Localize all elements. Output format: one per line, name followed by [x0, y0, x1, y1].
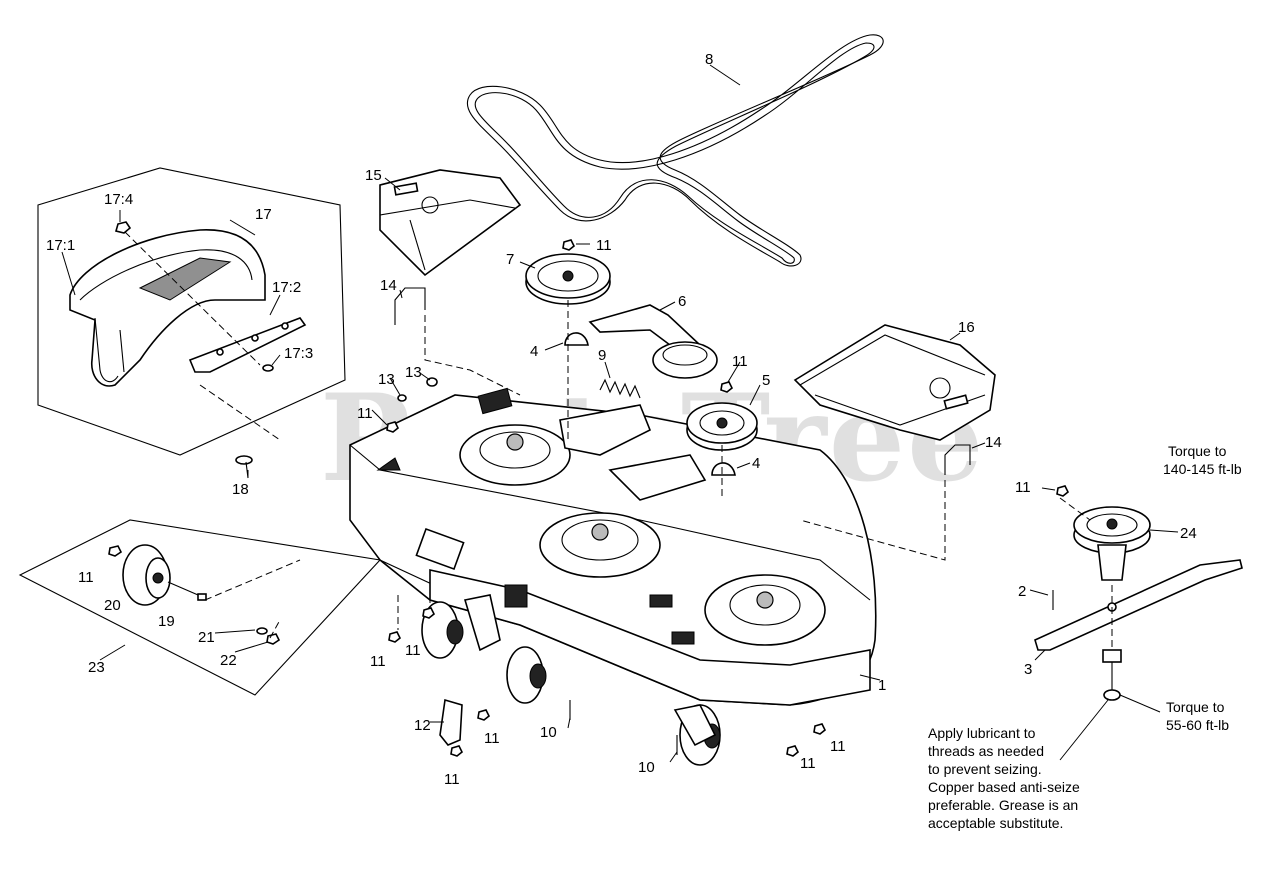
svg-text:acceptable substitute.: acceptable substitute. — [928, 815, 1063, 831]
callout-2: 2 — [1018, 583, 1026, 600]
nut-11 — [422, 607, 436, 619]
callout-17-3: 17:3 — [284, 345, 313, 362]
callouts: 8 15 17 17:4 17:1 17:2 17:3 11 7 6 14 4 … — [46, 51, 1197, 788]
spring-9 — [599, 378, 641, 399]
callout-21: 21 — [198, 629, 215, 646]
torque-note-spindle: Torque to 140-145 ft-lb — [1163, 443, 1242, 477]
callout-6: 6 — [678, 293, 686, 310]
callout-3: 3 — [1024, 661, 1032, 678]
callout-11-bracket2: 11 — [444, 771, 460, 788]
svg-text:55-60 ft-lb: 55-60 ft-lb — [1166, 717, 1229, 733]
nut-11 — [386, 421, 400, 433]
rod-14b — [944, 444, 971, 475]
cover-15 — [379, 169, 522, 277]
callout-24: 24 — [1180, 525, 1197, 542]
callout-14b: 14 — [985, 434, 1002, 451]
callout-11-rear2: 11 — [830, 738, 846, 755]
nut-11 — [786, 745, 800, 757]
callout-12: 12 — [414, 717, 431, 734]
callout-11-spindle: 11 — [1015, 479, 1031, 496]
callout-11-pulley7: 11 — [596, 237, 612, 254]
callout-18: 18 — [232, 481, 249, 498]
cover-17-exploded-box — [37, 167, 346, 456]
cover-16 — [793, 324, 996, 441]
callout-17: 17 — [255, 206, 272, 223]
callout-9: 9 — [598, 347, 606, 364]
drive-belt — [466, 34, 884, 267]
callout-14a: 14 — [380, 277, 397, 294]
gauge-wheels — [421, 594, 721, 766]
callout-11-wheel: 11 — [78, 569, 94, 586]
pulley-7 — [525, 239, 611, 305]
callout-19: 19 — [158, 613, 175, 630]
callout-22: 22 — [220, 652, 237, 669]
callout-17-2: 17:2 — [272, 279, 301, 296]
callout-15: 15 — [365, 167, 382, 184]
callout-11-bracket1: 11 — [484, 730, 500, 747]
svg-text:to prevent seizing.: to prevent seizing. — [928, 761, 1042, 777]
wheel-assembly-box-23 — [18, 519, 382, 696]
callout-11-deck: 11 — [357, 405, 373, 422]
callout-13a: 13 — [378, 371, 395, 388]
lubricant-note: Apply lubricant to threads as needed to … — [928, 725, 1080, 831]
mower-deck-1 — [349, 387, 877, 706]
callout-11-pulley5: 11 — [732, 353, 748, 370]
svg-text:Torque to: Torque to — [1168, 443, 1227, 459]
bolt-18 — [235, 455, 253, 479]
callout-16: 16 — [958, 319, 975, 336]
rod-14a — [394, 287, 426, 325]
callout-20: 20 — [104, 597, 121, 614]
leader-lines — [61, 64, 1179, 763]
torque-note-bolt: Torque to 55-60 ft-lb — [1166, 699, 1229, 733]
cone-4b — [711, 462, 736, 476]
callout-7: 7 — [506, 251, 514, 268]
svg-text:Torque to: Torque to — [1166, 699, 1225, 715]
callout-11-rear1: 11 — [800, 755, 816, 772]
svg-text:Copper based anti-seize: Copper based anti-seize — [928, 779, 1080, 795]
callout-8: 8 — [705, 51, 713, 68]
bracket-12 — [439, 698, 491, 757]
nut-11 — [388, 631, 402, 643]
callout-10b: 10 — [638, 759, 655, 776]
callout-1: 1 — [878, 677, 886, 694]
callout-11-front2: 11 — [405, 642, 421, 659]
svg-text:140-145 ft-lb: 140-145 ft-lb — [1163, 461, 1242, 477]
callout-5: 5 — [762, 372, 770, 389]
callout-17-4: 17:4 — [104, 191, 133, 208]
callout-10a: 10 — [540, 724, 557, 741]
callout-11-front1: 11 — [370, 653, 386, 670]
callout-4a: 4 — [530, 343, 538, 360]
callout-23: 23 — [88, 659, 105, 676]
idler-arm-6 — [588, 304, 718, 379]
callout-17-1: 17:1 — [46, 237, 75, 254]
svg-text:Apply lubricant to: Apply lubricant to — [928, 725, 1036, 741]
callout-4b: 4 — [752, 455, 760, 472]
nut-11 — [813, 723, 827, 735]
spindle-24 — [1034, 485, 1243, 701]
callout-13b: 13 — [405, 364, 422, 381]
cone-4a — [564, 332, 589, 346]
svg-text:preferable. Grease is an: preferable. Grease is an — [928, 797, 1078, 813]
svg-text:threads as needed: threads as needed — [928, 743, 1044, 759]
